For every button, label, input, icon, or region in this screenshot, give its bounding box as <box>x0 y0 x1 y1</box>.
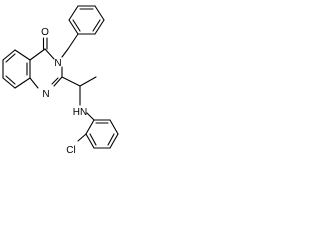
bond <box>2 77 16 89</box>
bond <box>92 19 101 32</box>
bond <box>94 19 105 35</box>
bond <box>2 49 16 61</box>
amine-label: HN <box>73 107 87 118</box>
methyl-bond <box>79 76 97 87</box>
chlorophenyl-ring <box>85 119 119 149</box>
bond <box>5 53 16 63</box>
oxygen-label: O <box>41 27 49 38</box>
bond <box>53 76 63 87</box>
bond <box>51 77 59 85</box>
bond <box>109 119 119 135</box>
bond <box>85 133 95 149</box>
bond <box>109 133 119 149</box>
benzyl-ch2-bond <box>61 48 69 58</box>
molecule-structure: O N N HN Cl <box>2 5 119 156</box>
benzyl-phenyl-ring <box>68 5 105 35</box>
bond <box>72 19 81 32</box>
bond <box>44 48 55 60</box>
bond <box>85 119 95 135</box>
bond <box>14 77 31 89</box>
bond <box>107 133 115 146</box>
pyrimidinone-ring <box>29 48 63 89</box>
benzo-ring <box>2 49 31 89</box>
chlorine-bond <box>77 133 87 142</box>
bond <box>68 5 79 21</box>
side-chain-bond <box>61 76 81 87</box>
bond <box>94 5 105 21</box>
bond <box>68 19 79 35</box>
bond <box>14 49 31 61</box>
bond <box>29 77 39 89</box>
chlorine-label: Cl <box>66 145 75 156</box>
bond <box>29 48 46 61</box>
amine-aryl-bond <box>86 112 95 121</box>
bond <box>89 133 97 146</box>
benzyl-ch2-bond <box>67 33 79 50</box>
ring-nitrogen-1-label: N <box>42 89 49 100</box>
ring-nitrogen-3-label: N <box>54 58 61 69</box>
bond <box>5 75 16 85</box>
